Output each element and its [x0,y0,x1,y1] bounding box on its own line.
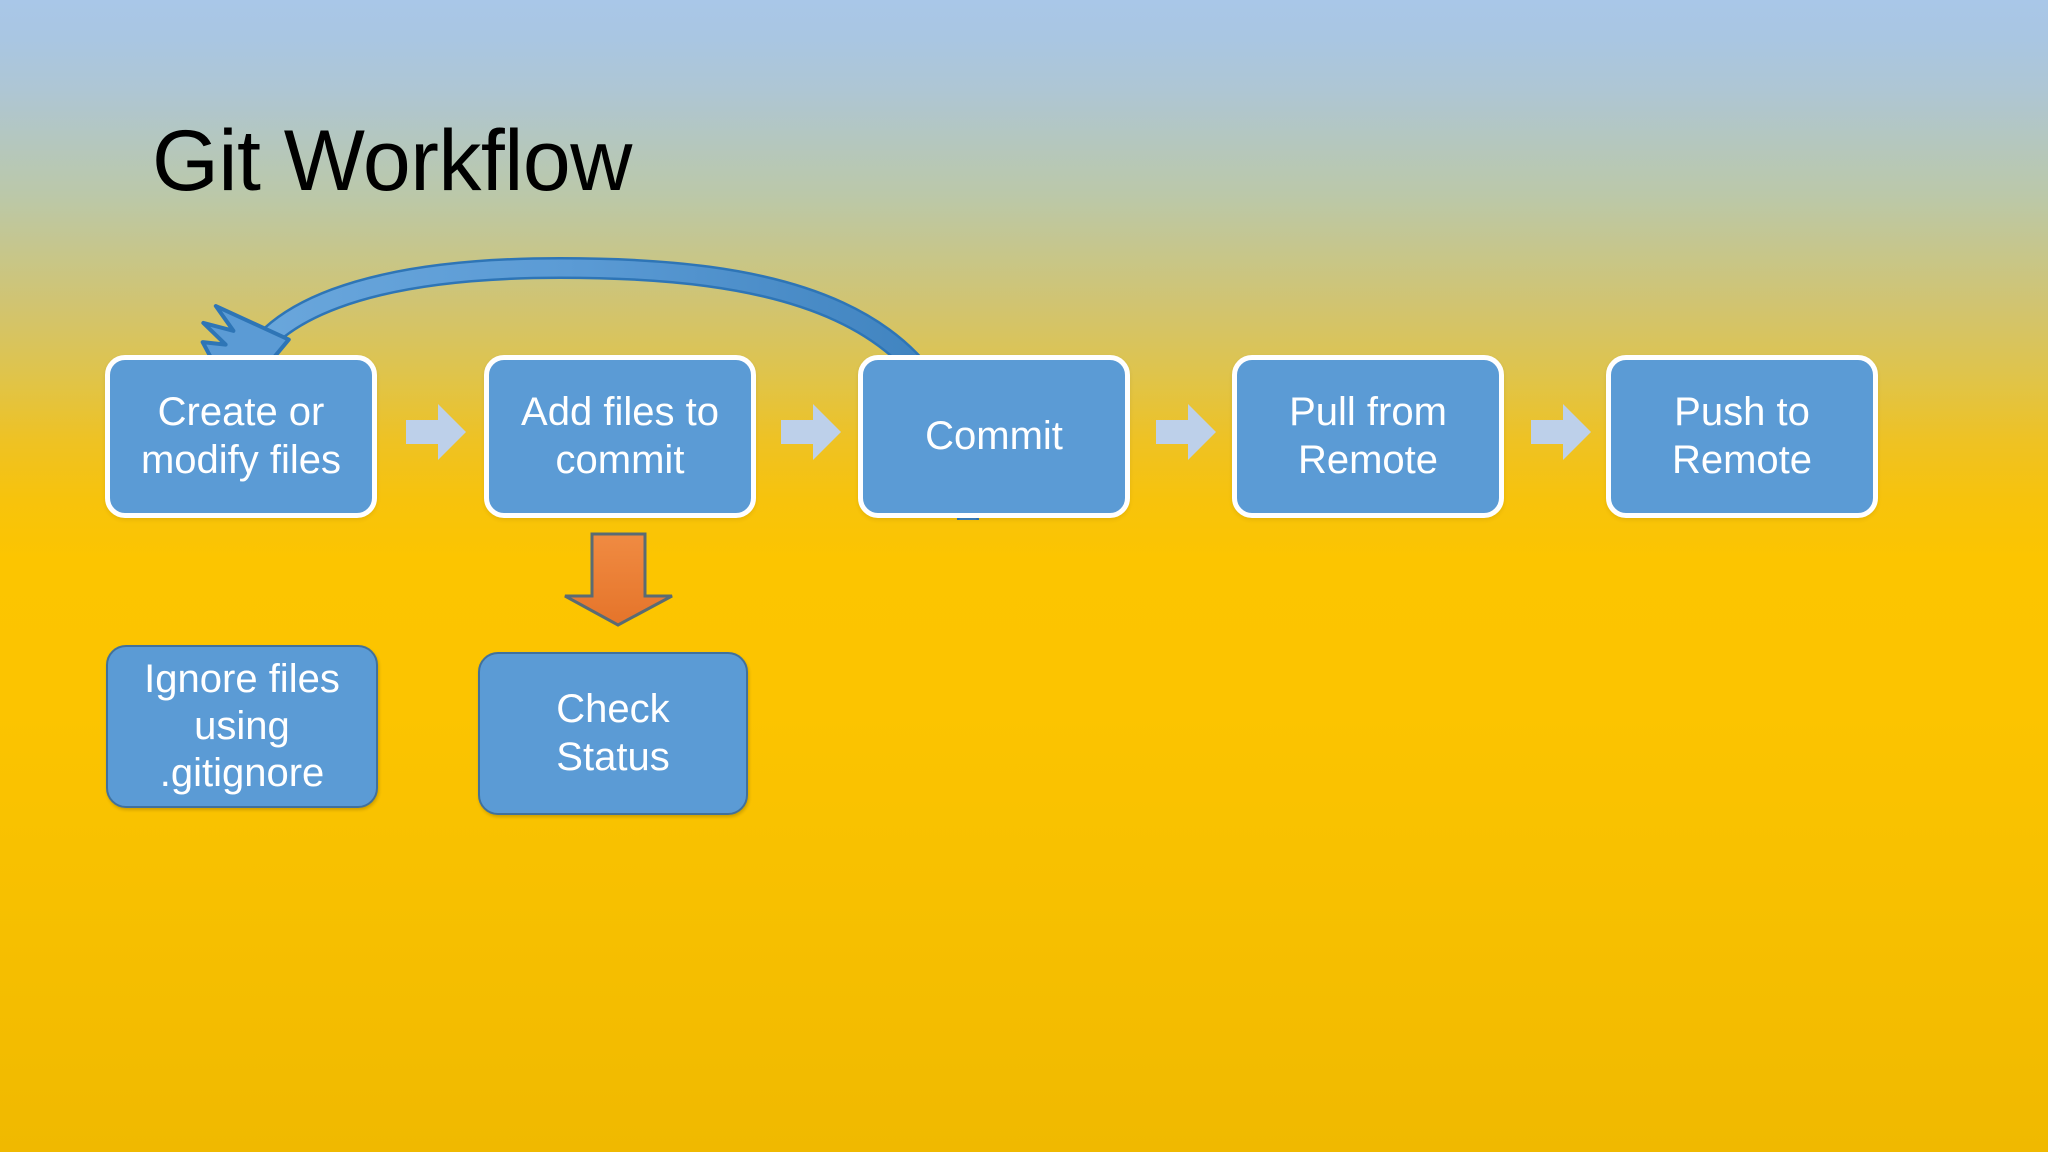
process-box-push-remote[interactable]: Push to Remote [1606,355,1878,518]
chevron-arrow-4 [1531,404,1591,460]
page-title: Git Workflow [152,113,632,209]
down-arrow-to-check-status [564,532,673,627]
process-box-check-status[interactable]: Check Status [478,652,748,815]
process-box-add-files[interactable]: Add files to commit [484,355,756,518]
process-box-commit[interactable]: Commit [858,355,1130,518]
process-box-pull-remote[interactable]: Pull from Remote [1232,355,1504,518]
chevron-arrow-1 [406,404,466,460]
process-box-create-modify[interactable]: Create or modify files [105,355,377,518]
chevron-arrow-3 [1156,404,1216,460]
process-box-gitignore[interactable]: Ignore files using .gitignore [106,645,378,808]
chevron-arrow-2 [781,404,841,460]
